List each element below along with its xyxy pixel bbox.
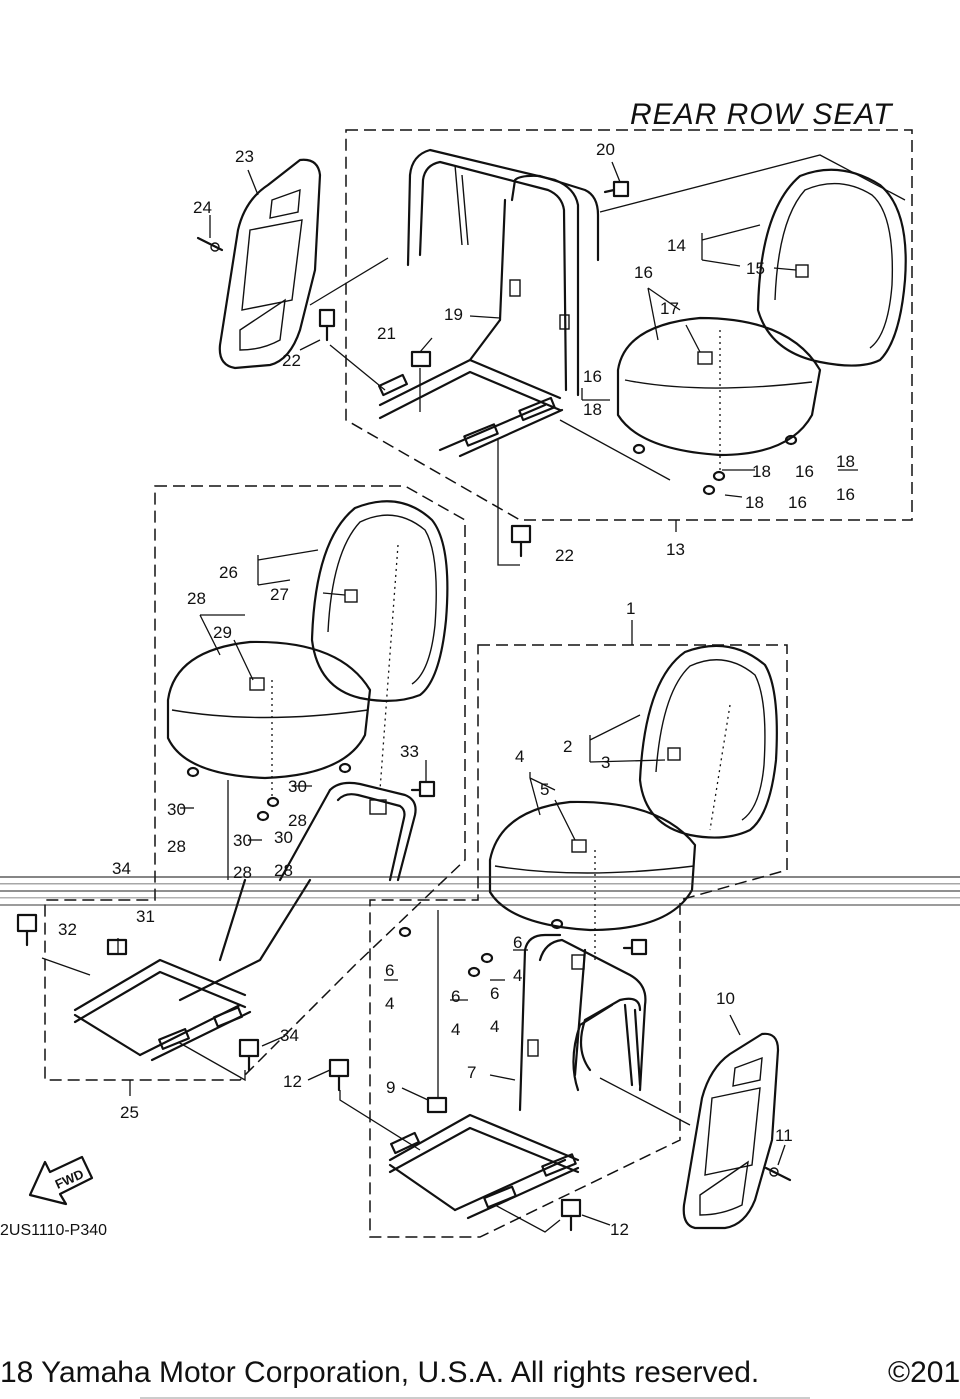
callout-22a: 22 <box>282 351 301 370</box>
bolt-22b <box>510 524 532 558</box>
callout-28a: 28 <box>167 837 186 856</box>
callout-30a: 30 <box>167 800 186 819</box>
callout-6a: 6 <box>385 961 394 980</box>
callout-17: 17 <box>660 299 679 318</box>
callout-4c: 4 <box>490 1017 499 1036</box>
mid-seat-backrest <box>310 500 449 702</box>
callout-28b: 28 <box>288 811 307 830</box>
callout-34b: 34 <box>280 1026 299 1045</box>
scan-artifact-band <box>0 876 960 906</box>
callout-28c: 28 <box>233 863 252 882</box>
callout-31: 31 <box>136 907 155 926</box>
front-seat-frame <box>388 933 647 1220</box>
rear-seat-cushion-top <box>616 316 822 457</box>
mid-seat-cushion <box>166 640 372 780</box>
mid-seat-frame <box>73 781 417 1062</box>
rear-seat-backrest-top <box>756 168 907 367</box>
fwd-arrow-icon: FWD <box>28 1155 94 1206</box>
callout-23: 23 <box>235 147 254 166</box>
callout-6b: 6 <box>451 987 460 1006</box>
callout-13: 13 <box>666 540 685 559</box>
callout-28: 28 <box>187 589 206 608</box>
dampers-30 <box>186 762 352 822</box>
callout-30d: 30 <box>274 828 293 847</box>
callout-16d: 16 <box>788 493 807 512</box>
callout-15: 15 <box>746 259 765 278</box>
callout-9: 9 <box>386 1078 395 1097</box>
callout-4a: 4 <box>385 994 394 1013</box>
callout-22b: 22 <box>555 546 574 565</box>
callout-6c: 6 <box>490 984 499 1003</box>
bolt-33 <box>410 780 436 798</box>
callout-16a: 16 <box>634 263 653 282</box>
rear-seat-frame-top <box>378 148 600 458</box>
bolt-34b <box>238 1038 260 1072</box>
assembly-13-boundary <box>345 129 913 521</box>
dampers-6 <box>398 918 564 978</box>
callout-19: 19 <box>444 305 463 324</box>
callout-4: 4 <box>515 747 524 766</box>
assembly-1-boundary <box>369 644 788 1238</box>
callout-16c: 16 <box>795 462 814 481</box>
callout-25: 25 <box>120 1103 139 1122</box>
diagram-code: 2US1110-P340 <box>0 1222 107 1239</box>
callout-12b: 12 <box>610 1220 629 1239</box>
callout-24: 24 <box>193 198 212 217</box>
callout-16b: 16 <box>583 367 602 386</box>
callout-27: 27 <box>270 585 289 604</box>
callout-16e: 16 <box>836 485 855 504</box>
callout-14: 14 <box>667 236 686 255</box>
bolt-12b <box>560 1198 582 1232</box>
callout-6d: 6 <box>513 933 522 952</box>
callout-32: 32 <box>58 920 77 939</box>
bolt-8 <box>622 938 648 956</box>
bolt-34a <box>16 913 38 947</box>
callout-18b: 18 <box>752 462 771 481</box>
callout-4d: 4 <box>513 966 522 985</box>
copyright-text: 18 Yamaha Motor Corporation, U.S.A. All … <box>0 1356 759 1389</box>
callout-18a: 18 <box>583 400 602 419</box>
callout-20: 20 <box>596 140 615 159</box>
callout-30b: 30 <box>288 777 307 796</box>
callout-18d: 18 <box>836 452 855 471</box>
callout-18c: 18 <box>745 493 764 512</box>
callout-29: 29 <box>213 623 232 642</box>
callout-7: 7 <box>467 1063 476 1082</box>
pin-24 <box>196 236 224 252</box>
dampers-18-top <box>632 434 798 496</box>
front-seat-backrest <box>638 644 778 839</box>
assembly-25-boundary <box>44 485 466 1081</box>
callout-33: 33 <box>400 742 419 761</box>
callout-5: 5 <box>540 780 549 799</box>
callout-2: 2 <box>563 737 572 756</box>
side-panel-10 <box>682 1032 780 1230</box>
side-panel-23 <box>218 158 322 370</box>
callout-11: 11 <box>775 1126 793 1145</box>
nut-32 <box>106 938 128 956</box>
bolt-12a <box>328 1058 350 1092</box>
callout-3: 3 <box>601 753 610 772</box>
callout-28d: 28 <box>274 861 293 880</box>
callout-10: 10 <box>716 989 735 1008</box>
callout-26: 26 <box>219 563 238 582</box>
bolt-22a <box>318 308 336 342</box>
pin-11 <box>764 1166 792 1182</box>
fwd-label: FWD <box>53 1166 86 1192</box>
callout-34a: 34 <box>112 859 131 878</box>
callout-12a: 12 <box>283 1072 302 1091</box>
nut-21 <box>410 350 432 368</box>
callout-30c: 30 <box>233 831 252 850</box>
callout-4b: 4 <box>451 1020 460 1039</box>
bolt-20 <box>603 180 630 198</box>
copyright-year: ©201 <box>888 1356 960 1389</box>
callout-21: 21 <box>377 324 396 343</box>
diagram-title: REAR ROW SEAT <box>630 98 894 131</box>
front-seat-cushion <box>488 800 697 932</box>
callout-1: 1 <box>626 599 635 618</box>
nut-9 <box>426 1096 448 1114</box>
